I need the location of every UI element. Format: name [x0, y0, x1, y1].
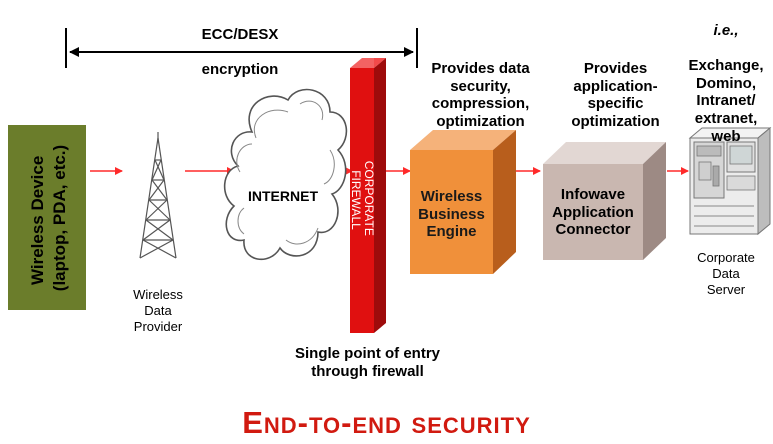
encryption-span	[65, 28, 418, 68]
corporate-firewall: CORPORATE FIREWALL	[349, 58, 386, 333]
encryption-label: ECC/DESX encryption	[140, 8, 340, 96]
wireless-device-block: Wireless Device (laptop, PDA, etc.)	[8, 125, 86, 310]
server-examples-list: Exchange, Domino, Intranet/ extranet, we…	[688, 57, 764, 145]
page-title: End-to-end security	[242, 405, 531, 440]
internet-label: INTERNET	[248, 188, 318, 204]
infowave-connector-cube	[543, 142, 666, 260]
radio-tower-icon	[139, 132, 177, 259]
wbe-caption: Provides data security, compression, opt…	[431, 60, 530, 131]
server-examples: i.e., Exchange, Domino, Intranet/ extran…	[680, 4, 772, 163]
firewall-caption: Single point of entry through firewall	[295, 345, 440, 380]
connector-label: Infowave Application Connector	[552, 186, 634, 239]
wireless-provider-label: Wireless Data Provider	[133, 287, 183, 334]
server-label: Corporate Data Server	[697, 250, 755, 297]
wbe-label: Wireless Business Engine	[418, 188, 485, 241]
wireless-business-engine-cube	[410, 130, 516, 274]
connector-caption: Provides application- specific optimizat…	[571, 60, 660, 131]
corporate-server-icon	[688, 126, 772, 236]
firewall-label: CORPORATE FIREWALL	[349, 161, 376, 239]
wireless-device-label: Wireless Device (laptop, PDA, etc.)	[28, 145, 69, 291]
encryption-line2: encryption	[201, 61, 279, 79]
internet-cloud-icon: INTERNET	[223, 88, 348, 261]
encryption-line1: ECC/DESX	[201, 25, 279, 43]
server-examples-ie: i.e.,	[713, 21, 739, 39]
